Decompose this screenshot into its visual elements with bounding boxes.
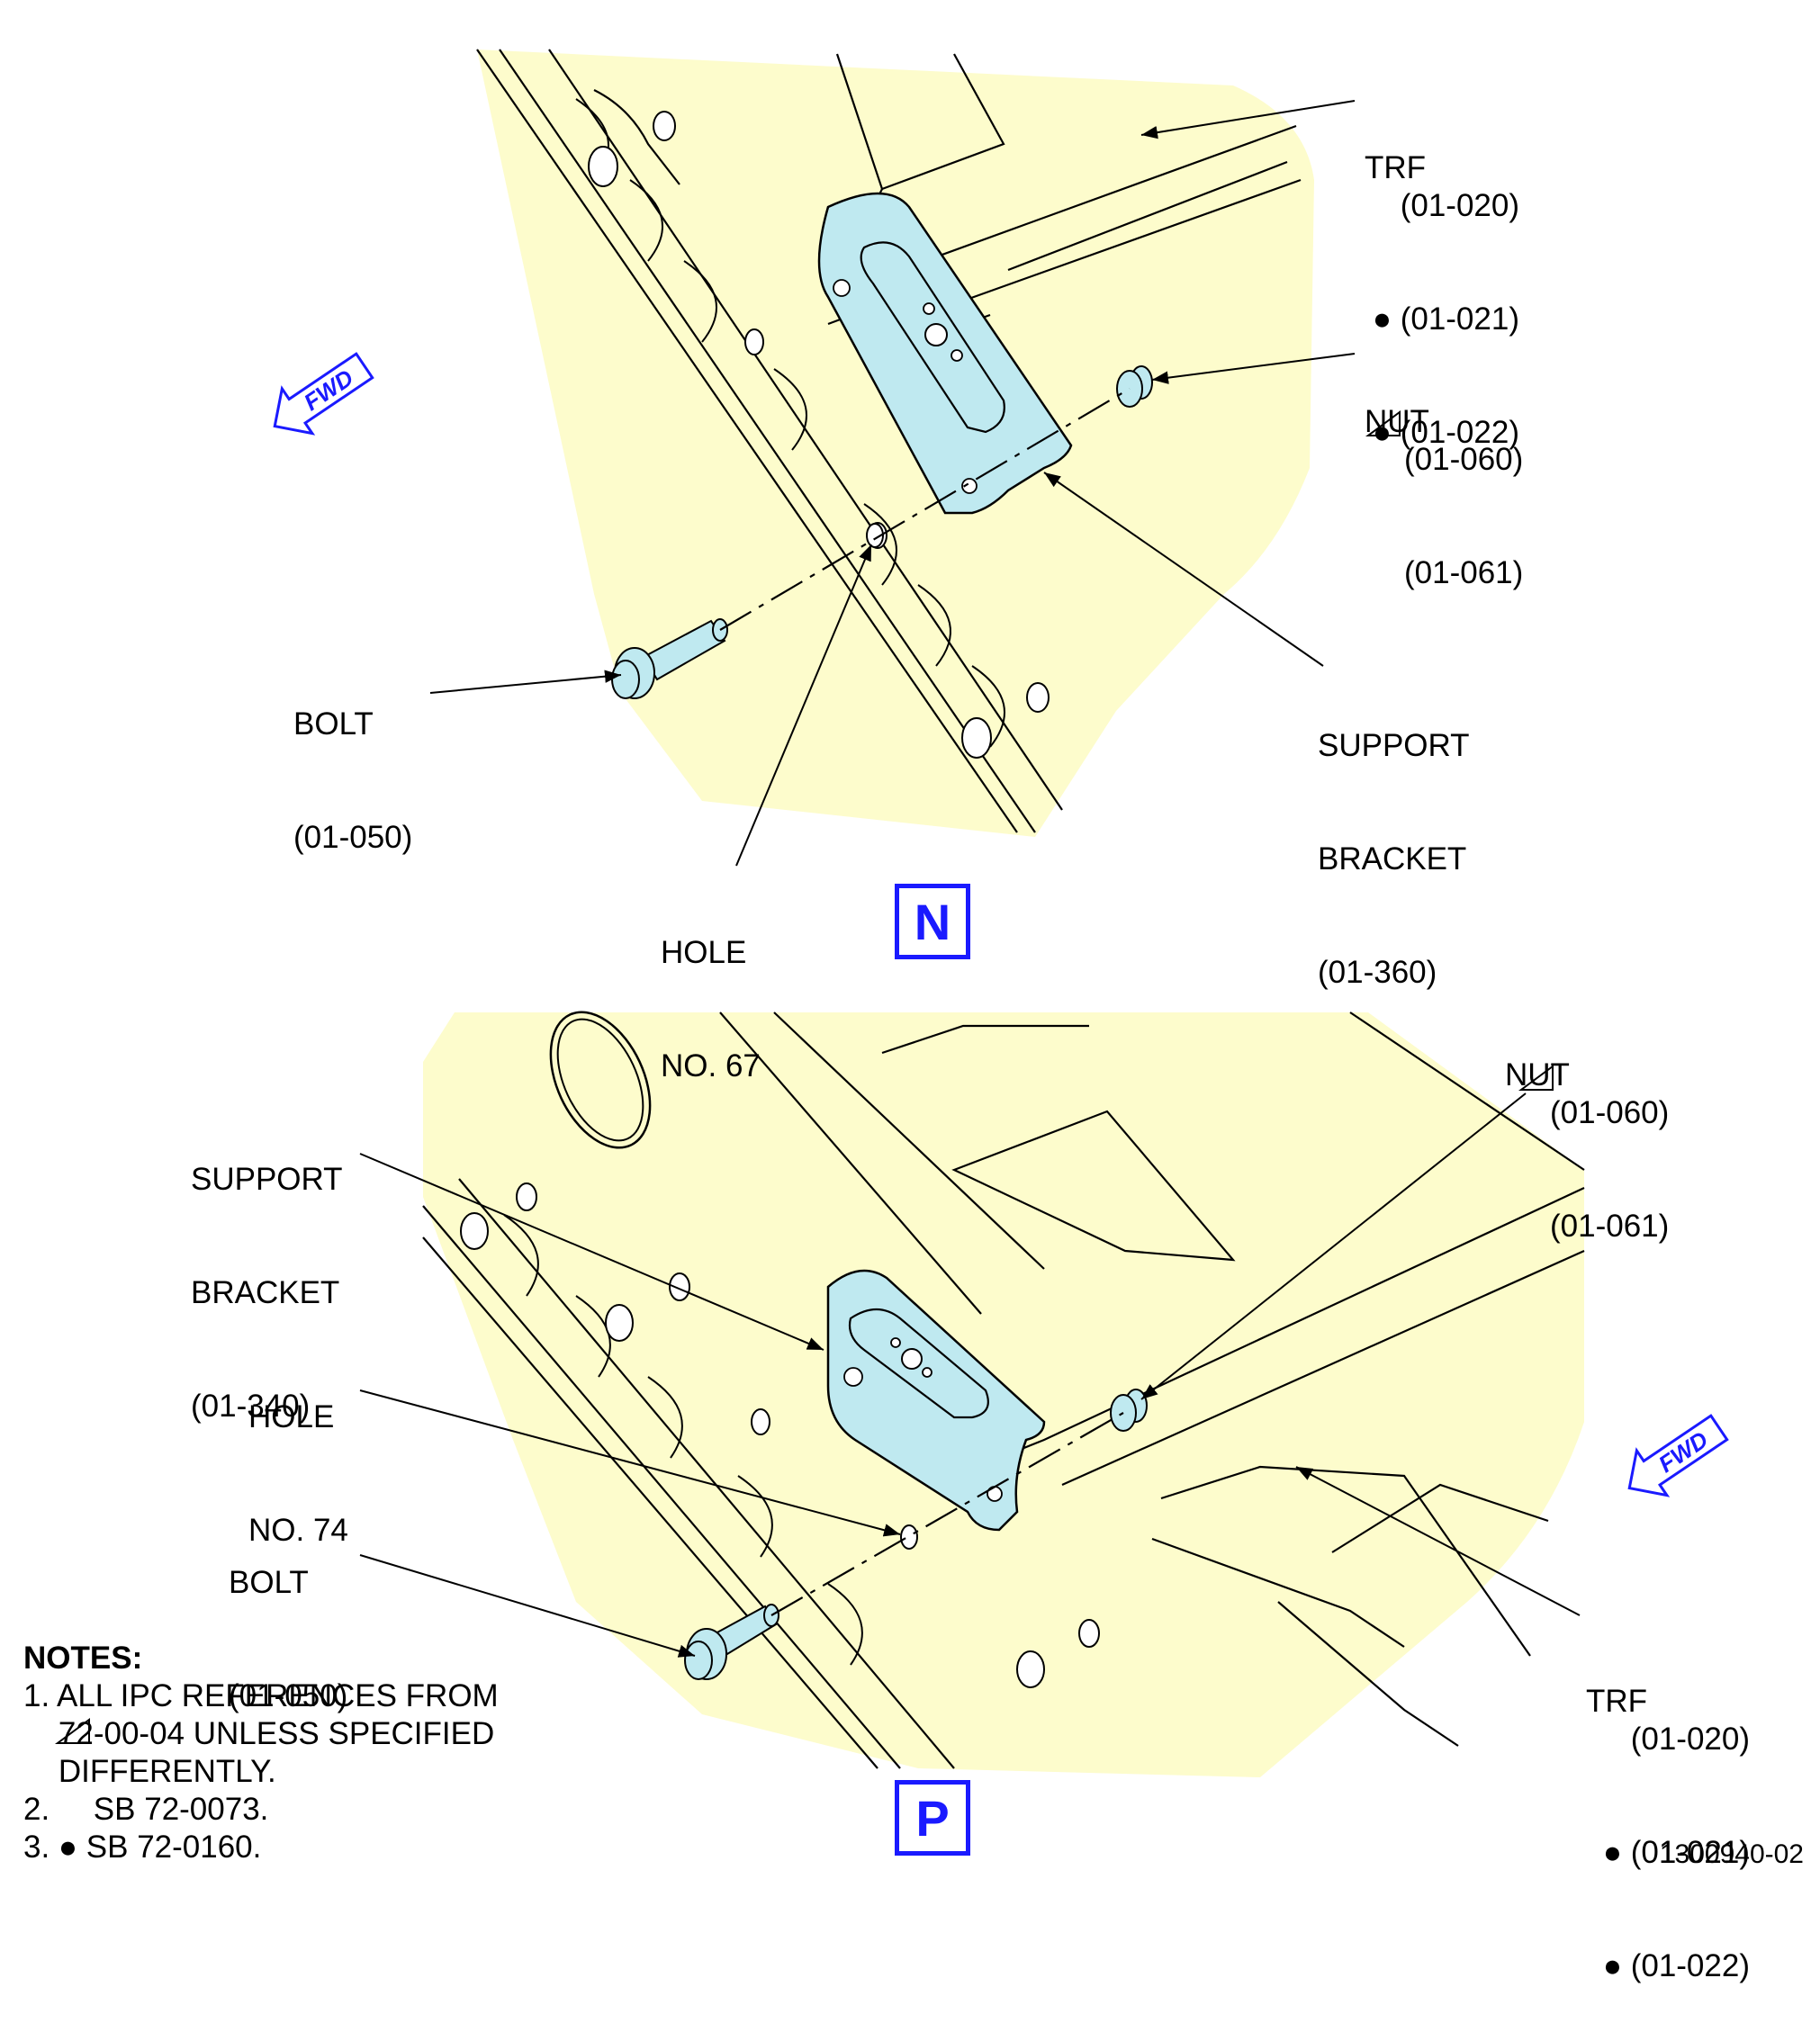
note-line: 72-00-04 UNLESS SPECIFIED [23,1716,495,1751]
view-p-bolt-label: BOLT (01-050) [229,1565,348,1713]
view-n-bolt-label: BOLT (01-050) [293,706,413,855]
view-p-label-box: P [895,1780,970,1856]
note-line: DIFFERENTLY. [23,1754,276,1789]
view-p-trf-refs: (01-020) ● (01-021) ● (01-022) [1602,1722,1750,1983]
view-n-nut-refs: (01-060) (01-061) [1404,442,1524,590]
view-n-fwd-arrow-icon: FWD [273,352,374,436]
view-n-hole-label: HOLE NO. 67 [661,935,761,1083]
notes-block: NOTES: 1. ALL IPC REFERENCES FROM 72-00-… [23,1640,499,1866]
view-n-trf-refs: (01-020) ● (01-021) ● (01-022) [1372,188,1519,450]
view-n-support-bracket-label: SUPPORT BRACKET (01-360) [1318,728,1470,990]
view-n-trf-label: TRF [1365,150,1427,185]
view-p-nut-refs: (01-060) (01-061) [1550,1095,1670,1244]
triangle-effectivity-icon [1518,1065,1554,1091]
illustration: FWD [54,49,1729,1777]
notes-heading: NOTES: [23,1641,143,1676]
view-n-nut-label: NUT [1365,404,1429,439]
note-line: 2. SB 72-0073. [23,1792,269,1827]
triangle-effectivity-icon [54,1718,90,1744]
view-n-label-box: N [895,884,970,959]
view-p-fwd-arrow-icon: FWD [1627,1414,1729,1497]
view-n-drawing: FWD [273,49,1356,867]
note-line: 3. ● SB 72-0160. [23,1830,262,1865]
document-number: 1300940-02 [1659,1839,1804,1869]
view-p-support-bracket-label: SUPPORT BRACKET (01-340) [191,1162,343,1424]
view-p-nut-label: NUT [1505,1057,1570,1092]
triangle-effectivity-icon [1365,410,1401,436]
view-p-hole-label: HOLE NO. 74 [248,1399,348,1548]
view-n-bolt [611,618,728,699]
view-p-trf-label: TRF [1586,1684,1648,1719]
note-line: 1. ALL IPC REFERENCES FROM [23,1678,499,1713]
view-p-drawing: FWD [359,1011,1729,1777]
